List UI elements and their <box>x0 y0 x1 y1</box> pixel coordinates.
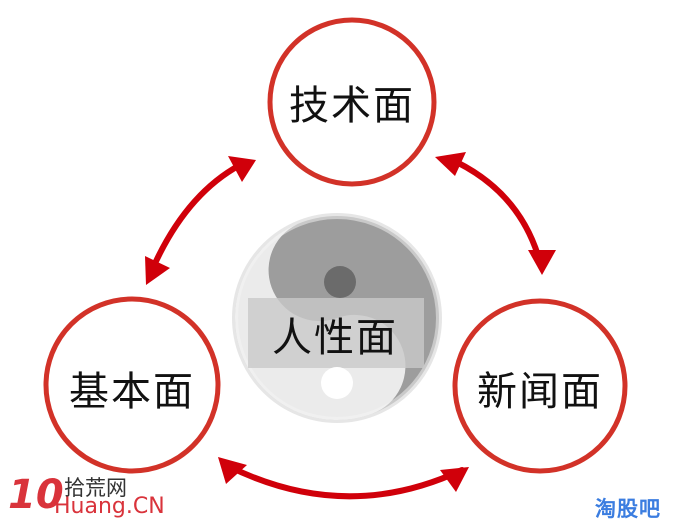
news-circle <box>452 298 628 474</box>
arrow-technical-news <box>445 155 543 265</box>
news-label: 新闻面 <box>477 369 603 415</box>
arrow-technical-fundamental <box>149 162 243 273</box>
arrowhead-icon <box>145 256 170 285</box>
watermark-taoguba: 淘股吧 <box>595 497 661 521</box>
technical-label: 技术面 <box>289 83 415 129</box>
arrow-fundamental-news <box>223 462 465 500</box>
human-nature-label: 人性面 <box>272 315 398 361</box>
technical-circle <box>267 17 437 187</box>
arrowhead-icon <box>435 152 466 176</box>
arrowhead-icon <box>528 250 556 275</box>
arrowhead-icon <box>218 457 247 484</box>
watermark-logo-number: 10 <box>8 472 64 518</box>
fundamental-label: 基本面 <box>69 369 195 415</box>
arrowhead-icon <box>228 156 256 182</box>
arrowhead-icon <box>440 467 469 492</box>
watermark-english: Huang.CN <box>54 494 165 519</box>
yin-yang-icon <box>232 213 442 423</box>
fundamental-circle <box>43 296 221 474</box>
watermark-chinese: 拾荒网 <box>64 476 127 500</box>
